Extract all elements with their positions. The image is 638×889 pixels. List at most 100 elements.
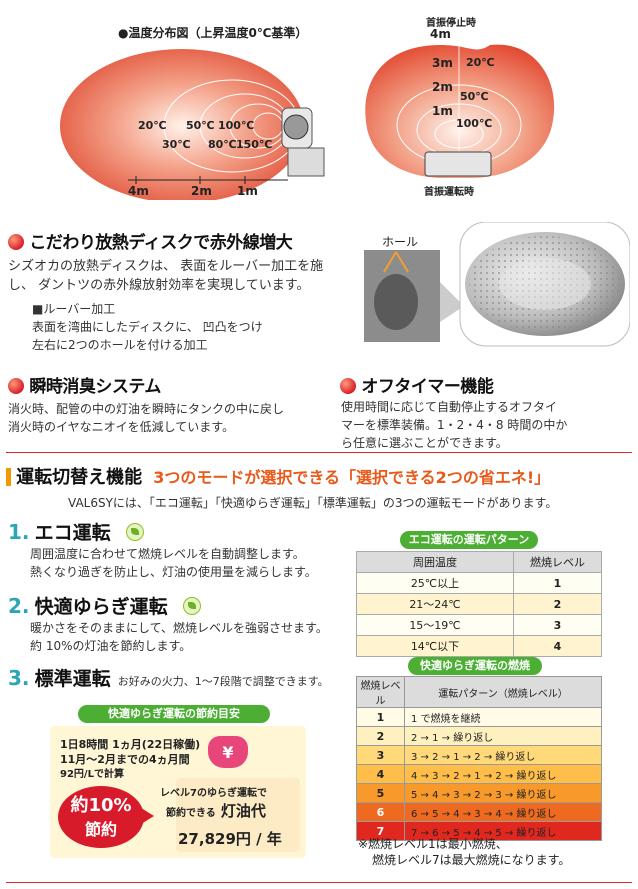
eco-leaf-icon [182, 597, 201, 615]
pattern-cell: 5 → 4 → 3 → 2 → 3 → 繰り返し [404, 783, 602, 803]
louver-body-line: 左右に2つのホールを付ける加工 [32, 338, 208, 352]
temperature-distribution-diagrams [60, 35, 555, 200]
table-row: 14℃以下 4 [356, 635, 602, 657]
bullet-icon [8, 234, 24, 250]
modes-intro: VAL6SYには、「エコ運転」「快適ゆらぎ運転」「標準運転」の3つの運転モードが… [68, 496, 558, 510]
savings-badge: 約10% 節約 [58, 786, 144, 848]
right-distance-3m: 3m [432, 56, 453, 70]
temp-label-50: 50℃ [186, 119, 215, 132]
savings-condition-line: 92円/Lで計算 [60, 769, 124, 780]
level-cell: 5 [356, 783, 405, 803]
deodor-body-line: 消火時のイヤなニオイを低減しています。 [8, 420, 235, 434]
right-temp-50: 50℃ [460, 90, 489, 103]
modes-header: 運転切替え機能 3つのモードが選択できる「選択できる2つの省エネ!」 [6, 463, 632, 489]
savings-desc3: 灯油代 [220, 802, 266, 820]
mode1-title: エコ運転 [34, 522, 111, 544]
savings-condition-line: 11月～2月までの4ヵ月間 [60, 753, 190, 766]
mode1-body-line: 熱くなり過ぎを防止し、灯油の使用量を減らします。 [30, 565, 317, 579]
offtimer-body-line: 使用時間に応じて自動停止するオフタイ [341, 400, 558, 414]
pattern-cell: 6 → 5 → 4 → 3 → 4 → 繰り返し [404, 802, 602, 822]
level-cell: 4 [356, 764, 405, 784]
disk-body-line: シズオカの放熱ディスクは、 表面をルーバー加工を施 [8, 259, 324, 274]
swing-run-label: 首振運転時 [424, 187, 474, 198]
savings-desc-row: 節約できる 灯油代 [166, 800, 266, 821]
disk-body-line: し、 ダントツの赤外線放射効率を実現しています。 [8, 278, 310, 293]
side-view-heat-diagram [60, 49, 325, 200]
pattern-cell: 4 → 3 → 2 → 1 → 2 → 繰り返し [404, 764, 602, 784]
pattern-cell: 2 → 1 → 繰り返し [404, 726, 602, 746]
table-header-row: 燃焼レベル 運転パターン（燃焼レベル） [356, 676, 602, 708]
temp-label-30: 30℃ [162, 138, 191, 151]
badge-pointer [138, 806, 154, 826]
table-header-cell: 燃焼レベル [356, 676, 405, 708]
table-cell: 1 [513, 572, 602, 594]
yuragi-note: ※燃焼レベル1は最小燃焼、 燃焼レベル7は最大燃焼になります。 [358, 836, 570, 868]
louver-section: ■ルーバー加工 表面を湾曲にしたディスクに、 凹凸をつけ 左右に2つのホールを付… [32, 300, 263, 354]
savings-title: 快適ゆらぎ運転の節約目安 [78, 705, 270, 723]
offtimer-body-line: ら任意に選ぶことができます。 [341, 436, 508, 450]
badge-percent: 約10% [70, 795, 132, 816]
distance-1m: 1m [237, 184, 258, 198]
mode3-number: 3. [8, 666, 30, 690]
modes-subtitle: 3つのモードが選択できる「選択できる2つの省エネ!」 [153, 468, 551, 487]
mode3-note: お好みの火力、1～7段階で調整できます。 [117, 675, 329, 688]
bullet-icon [8, 378, 24, 394]
savings-desc2: 節約できる [166, 808, 216, 819]
eco-leaf-icon [125, 523, 144, 541]
pattern-cell: 1 で燃焼を継続 [404, 707, 602, 727]
yuragi-note-line: 燃焼レベル7は最大燃焼になります。 [372, 853, 571, 867]
savings-desc1: レベル7のゆらぎ運転で [160, 788, 267, 799]
savings-amount: 27,829円 / 年 [178, 830, 282, 848]
mode2-body: 暖かさをそのままにして、燃焼レベルを強弱させます。 約 10%の灯油を節約します… [30, 619, 328, 655]
table-header-cell: 燃焼レベル [513, 551, 602, 573]
swing-stop-label: 首振停止時 [426, 18, 476, 29]
mode2-title: 快適ゆらぎ運転 [34, 596, 168, 618]
table-cell: 3 [513, 614, 602, 636]
table-row: 25℃以上 1 [356, 572, 602, 594]
mode2-number: 2. [8, 594, 30, 618]
table-cell: 2 [513, 593, 602, 615]
table-cell: 14℃以下 [356, 635, 514, 657]
temp-label-100: 100℃ [218, 119, 255, 132]
distance-2m: 2m [191, 184, 212, 198]
right-temp-100: 100℃ [456, 117, 493, 130]
table-row: 15～19℃ 3 [356, 614, 602, 636]
disk-photos [364, 222, 630, 347]
badge-label: 節約 [84, 820, 117, 839]
mode2-heading: 2. 快適ゆらぎ運転 [8, 592, 201, 619]
savings-detail-box [176, 778, 300, 852]
mode2-body-line: 暖かさをそのままにして、燃焼レベルを強弱させます。 [30, 621, 328, 635]
table-cell: 21～24℃ [356, 593, 514, 615]
top-view-heat-diagram [365, 35, 555, 179]
table-cell: 4 [513, 635, 602, 657]
offtimer-body: 使用時間に応じて自動停止するオフタイ マーを標準装備。1・2・4・8 時間の中か… [341, 398, 567, 452]
temp-label-80: 80℃ [208, 138, 237, 151]
hole-label: ホール [382, 235, 419, 249]
deodor-title: 瞬時消臭システム [29, 377, 161, 397]
disk-heading: こだわり放熱ディスクで赤外線増大 [8, 228, 293, 253]
offtimer-title: オフタイマー機能 [361, 377, 494, 397]
pattern-cell: 7 → 6 → 5 → 4 → 5 → 繰り返し [404, 821, 602, 841]
level-cell: 6 [356, 802, 405, 822]
bottom-divider [6, 882, 632, 883]
right-distance-1m: 1m [432, 104, 453, 118]
offtimer-body-line: マーを標準装備。1・2・4・8 時間の中か [341, 418, 568, 432]
header-bar [6, 468, 11, 486]
modes-title: 運転切替え機能 [16, 467, 143, 488]
mode1-body-line: 周囲温度に合わせて燃焼レベルを自動調整します。 [30, 547, 305, 561]
distance-4m: 4m [128, 184, 149, 198]
mode1-number: 1. [8, 520, 30, 544]
bullet-icon [340, 378, 356, 394]
table-row: 21～24℃ 2 [356, 593, 602, 615]
disk-title: こだわり放熱ディスクで赤外線増大 [29, 233, 293, 253]
savings-conditions: 1日8時間 1ヵ月(22日稼働) 11月～2月までの4ヵ月間 92円/Lで計算 [60, 737, 200, 782]
right-distance-2m: 2m [432, 80, 453, 94]
diagram-title: ●温度分布図（上昇温度0℃基準） [118, 26, 308, 40]
deodor-body: 消火時、配管の中の灯油を瞬時にタンクの中に戻し 消火時のイヤなニオイを低減してい… [8, 400, 284, 436]
